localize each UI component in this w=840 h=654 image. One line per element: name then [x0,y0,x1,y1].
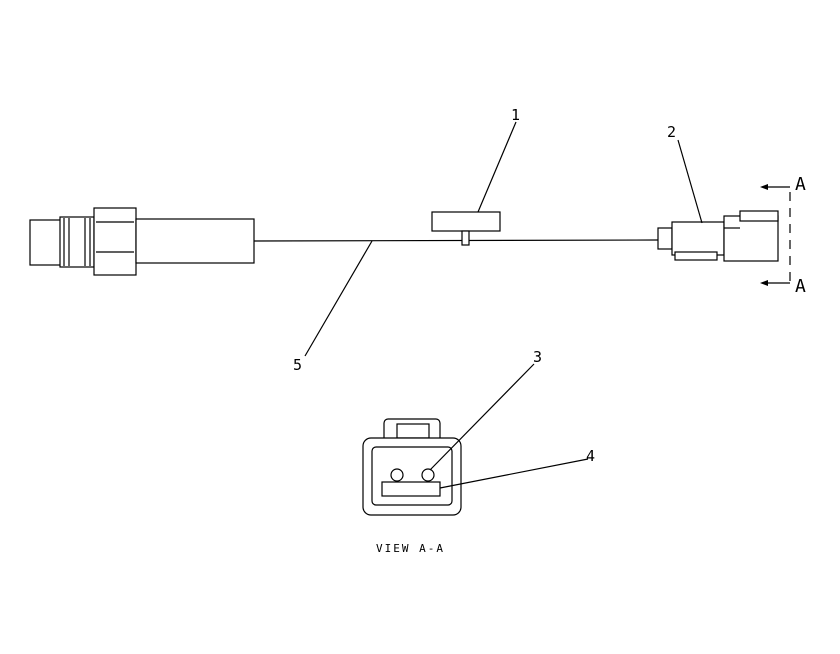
connector-plug [657,210,779,262]
callout-4: 4 [586,447,595,465]
harness-wire [253,239,659,242]
callout-5: 5 [293,356,302,374]
identification-tag [431,211,501,246]
callout-3: 3 [533,348,542,366]
wedge-lock [381,481,441,497]
section-label-top: A [795,174,806,195]
section-marker: A A [760,174,806,297]
connector-face-view [362,418,462,516]
callout-1: 1 [511,106,520,124]
terminal-cavity-1 [390,468,404,482]
terminal-cavity-2 [421,468,435,482]
leader-lines [304,121,703,489]
callout-2: 2 [667,123,676,141]
pressure-sensor [29,207,255,276]
view-label: VIEW A-A [376,542,445,555]
section-label-bottom: A [795,276,806,297]
